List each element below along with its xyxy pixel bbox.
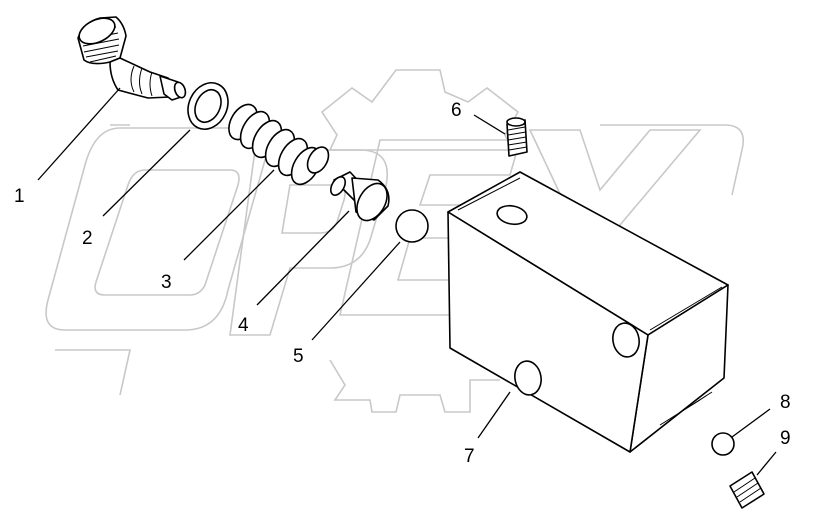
watermark-gear-lower — [329, 359, 500, 413]
part-5-ball-icon — [395, 209, 429, 243]
callout-2: 2 — [82, 228, 93, 249]
watermark-outer-frame — [55, 124, 744, 396]
leader-line-7 — [477, 391, 511, 439]
callout-9: 9 — [780, 428, 791, 449]
leader-line-3 — [183, 169, 275, 261]
callout-1: 1 — [14, 186, 25, 207]
callout-8: 8 — [780, 392, 791, 413]
part-2-o-ring-icon — [187, 82, 229, 130]
leader-line-6 — [473, 114, 506, 135]
callout-7: 7 — [464, 446, 475, 467]
leader-line-9 — [756, 451, 777, 476]
leader-lines — [37, 87, 777, 476]
watermark-gear — [320, 69, 520, 151]
leader-line-5 — [311, 241, 401, 341]
leader-line-2 — [102, 129, 191, 217]
callout-6: 6 — [451, 100, 462, 121]
part-8-ball-icon — [711, 432, 735, 456]
part-4-poppet-icon — [329, 171, 390, 222]
part-6-set-screw-icon — [506, 117, 528, 157]
leader-line-4 — [256, 210, 350, 306]
callout-5: 5 — [293, 346, 304, 367]
leader-line-1 — [37, 87, 121, 181]
part-3-coil-spring-icon — [228, 103, 330, 186]
callout-4: 4 — [238, 315, 249, 336]
part-1-threaded-plug-icon — [77, 16, 187, 101]
leader-line-8 — [731, 408, 771, 438]
part-7-valve-block-icon — [447, 171, 729, 453]
callout-3: 3 — [161, 272, 172, 293]
part-9-plug-screw-icon — [729, 471, 765, 509]
callout-labels: 1 2 3 4 5 6 7 8 9 — [14, 100, 791, 467]
